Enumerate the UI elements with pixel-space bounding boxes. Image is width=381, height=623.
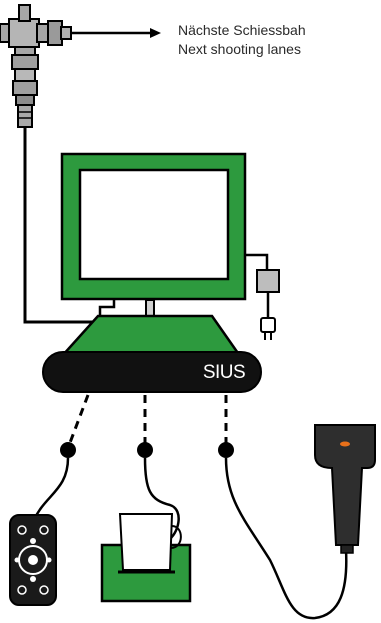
monitor-cable [100,299,114,317]
monitor-icon [62,154,245,316]
power-adapter-icon [257,270,279,340]
barcode-scanner-icon [315,425,375,553]
scanner-cable [226,458,346,618]
link-node [218,442,234,458]
power-cable [245,255,267,270]
link-node [137,442,153,458]
next-lanes-label-de: Nächste Schiessbah [178,22,306,39]
next-lanes-label-en: Next shooting lanes [178,41,301,58]
remote-control-icon [10,515,56,605]
remote-cable [34,458,68,520]
t-connector-icon [0,5,71,55]
wireless-links [68,395,226,448]
bnc-adapter-icon [12,55,38,127]
arrow-head-icon [150,28,161,38]
printer-icon [102,514,190,601]
link-node [60,442,76,458]
brand-logo: SIUS [203,362,245,383]
